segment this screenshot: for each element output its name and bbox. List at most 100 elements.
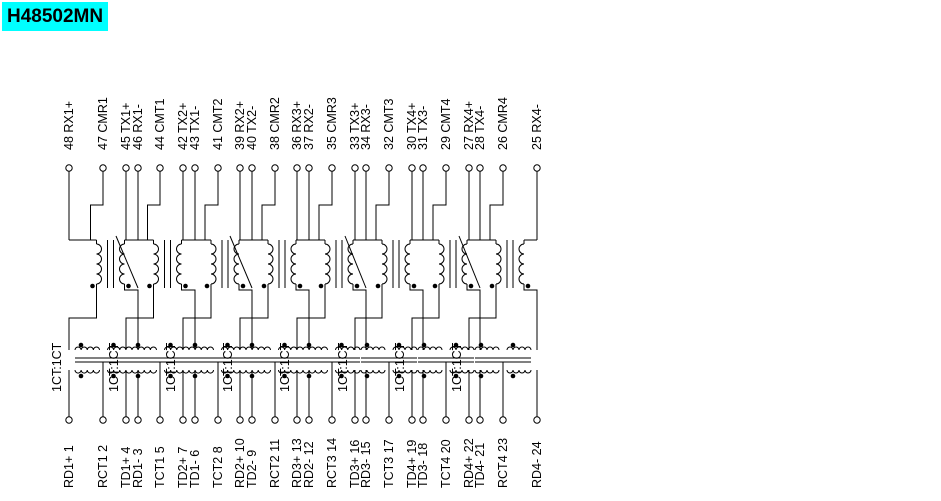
choke-winding xyxy=(360,346,386,351)
polarity-dot xyxy=(78,342,84,348)
wire xyxy=(147,171,161,240)
pin-terminal xyxy=(305,416,313,424)
bottom-pin-label: TD1+ 4 xyxy=(119,447,133,488)
polarity-dot xyxy=(249,342,255,348)
crossover-wire xyxy=(115,235,139,289)
pin-terminal xyxy=(385,416,393,424)
bottom-pin-label: TCT1 5 xyxy=(153,446,167,488)
coil-winding xyxy=(153,243,159,285)
pin-terminal xyxy=(214,416,222,424)
choke-winding xyxy=(474,369,500,374)
polarity-dot xyxy=(90,283,95,289)
wire xyxy=(411,284,440,350)
choke-winding xyxy=(107,369,133,374)
bottom-pin-label: RD1+ 1 xyxy=(62,445,76,488)
polarity-dot xyxy=(261,283,267,289)
pin-terminal xyxy=(134,164,142,172)
wire xyxy=(238,284,253,350)
pin-terminal xyxy=(351,164,359,172)
pin-terminal xyxy=(99,164,107,172)
top-pin-label: 47 CMR1 xyxy=(96,97,110,150)
coil-winding xyxy=(290,243,297,285)
bottom-pin-label: RCT2 11 xyxy=(268,439,282,488)
pin-terminal xyxy=(385,164,393,172)
polarity-dot xyxy=(510,373,516,379)
pin-terminal xyxy=(236,164,244,172)
pin-terminal xyxy=(293,164,301,172)
turns-ratio-label: 1CT:1CT xyxy=(50,342,64,392)
turns-ratio-label: 1CT:1CT xyxy=(450,342,464,392)
choke-winding xyxy=(221,346,247,351)
pin-terminal xyxy=(179,164,187,172)
polarity-dot xyxy=(126,283,131,289)
wire xyxy=(318,171,333,240)
pin-terminal xyxy=(533,416,541,424)
top-pin-label: 35 CMR3 xyxy=(325,97,339,150)
pin-terminal xyxy=(65,416,73,424)
bottom-pin-label: TCT2 8 xyxy=(211,446,225,488)
top-pin-label: 27 RX4+ xyxy=(462,101,476,150)
coil-winding xyxy=(119,243,125,285)
coil-winding xyxy=(347,243,354,285)
top-pin-label: 46 RX1- xyxy=(131,104,145,150)
polarity-dot xyxy=(168,342,173,348)
polarity-dot xyxy=(364,342,370,348)
pin-terminal xyxy=(362,164,370,172)
polarity-dot xyxy=(192,373,198,379)
coil-winding xyxy=(96,243,102,285)
polarity-dot xyxy=(306,342,312,348)
wire xyxy=(466,284,481,350)
choke-winding xyxy=(131,346,157,351)
polarity-dot xyxy=(192,342,198,348)
polarity-dot xyxy=(225,373,230,379)
top-pin-label: 41 CMT2 xyxy=(211,99,225,150)
polarity-dot xyxy=(453,373,459,379)
polarity-dot xyxy=(183,283,188,289)
pin-terminal xyxy=(362,416,370,424)
polarity-dot xyxy=(421,373,427,379)
pin-terminal xyxy=(305,164,313,172)
bottom-pin-label: TD4+ 19 xyxy=(405,440,419,488)
top-pin-label: 45 TX1+ xyxy=(119,103,133,150)
wire xyxy=(239,284,269,350)
pin-terminal xyxy=(351,416,359,424)
bottom-pin-label: RD1- 3 xyxy=(131,448,145,488)
polarity-dot xyxy=(297,283,303,289)
pin-terminal xyxy=(191,164,199,172)
pin-terminal xyxy=(293,416,301,424)
wire xyxy=(409,284,424,350)
polarity-dot xyxy=(318,283,324,289)
bottom-pin-label: TD3+ 16 xyxy=(348,440,362,488)
pin-terminal xyxy=(328,164,336,172)
crossover-wire xyxy=(458,235,481,289)
pin-terminal xyxy=(442,416,450,424)
pin-terminal xyxy=(65,164,73,172)
polarity-dot xyxy=(489,283,495,289)
pin-terminal xyxy=(122,416,130,424)
top-pin-label: 29 CMT4 xyxy=(439,99,453,150)
wire xyxy=(489,171,504,240)
top-pin-label: 39 RX2+ xyxy=(233,101,247,150)
bottom-pin-label: RCT4 23 xyxy=(496,438,510,488)
polarity-dot xyxy=(135,342,141,348)
pin-terminal xyxy=(442,164,450,172)
turns-ratio-label: 1CT:1CT xyxy=(221,342,235,392)
coil-winding xyxy=(267,243,274,285)
polarity-dot xyxy=(411,283,417,289)
polarity-dot xyxy=(396,342,402,348)
coil-winding xyxy=(518,243,525,285)
pin-terminal xyxy=(328,416,336,424)
pin-terminal xyxy=(271,164,279,172)
wire xyxy=(375,171,390,240)
top-pin-label: 34 RX3- xyxy=(359,104,373,150)
choke-winding xyxy=(164,369,190,374)
choke-winding xyxy=(302,369,328,374)
pin-terminal xyxy=(248,416,256,424)
choke-winding xyxy=(506,346,532,351)
wire xyxy=(523,284,538,350)
bottom-pin-label: TD4- 21 xyxy=(473,443,487,488)
bottom-pin-label: RD3+ 13 xyxy=(290,438,304,488)
coil-winding xyxy=(324,243,331,285)
pin-terminal xyxy=(271,416,279,424)
coil-winding xyxy=(404,243,411,285)
